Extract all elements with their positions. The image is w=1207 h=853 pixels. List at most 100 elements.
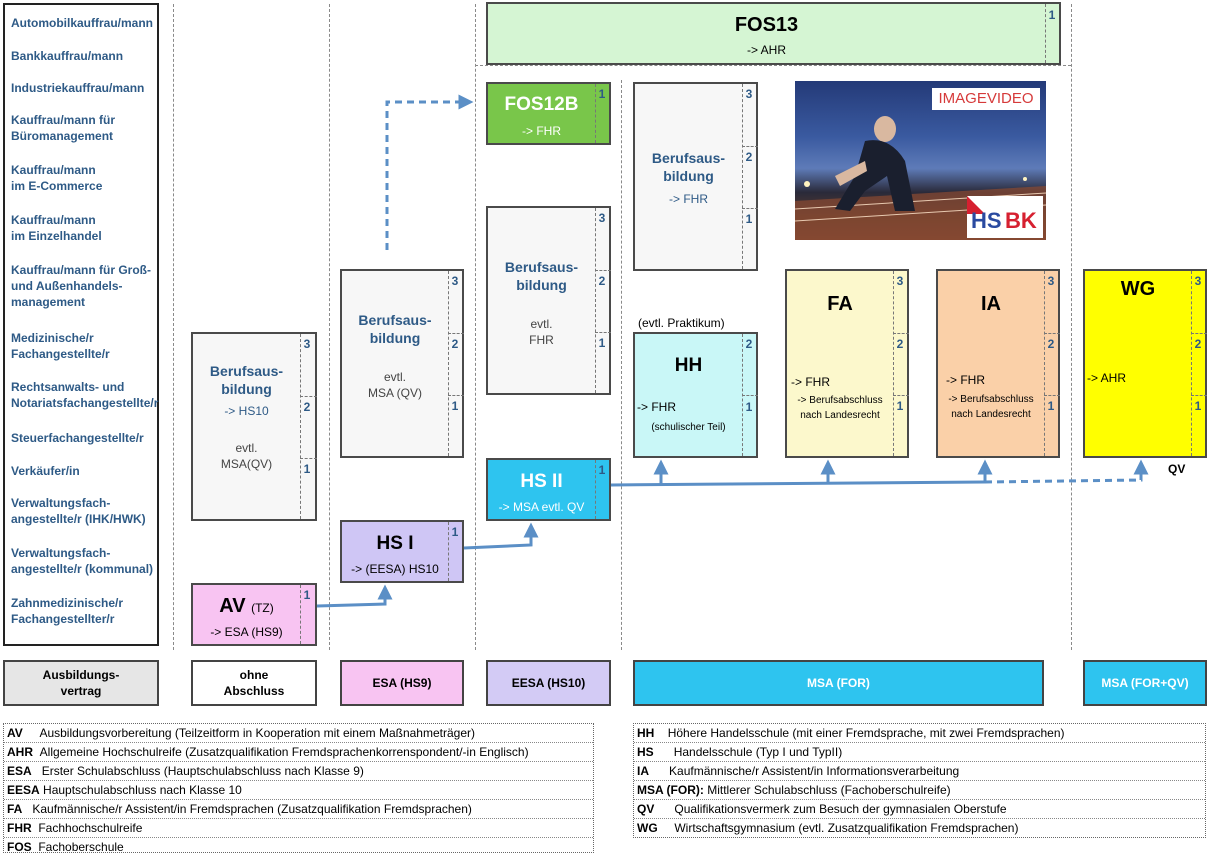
band-ausbildungsvertrag: Ausbildungs- vertrag [3,660,159,706]
year-number: 1 [303,588,311,602]
fa-sub1: -> FHR [791,375,830,389]
legend-row: FOS Fachoberschule [7,840,124,853]
av-title-suffix: (TZ) [251,601,274,615]
ia-sub1: -> FHR [946,373,985,387]
hs1-sub: -> (EESA) HS10 [351,562,439,576]
arrow-hs2-msa [610,480,986,487]
band-msa: MSA (FOR) [633,660,1044,706]
year-number: 3 [896,274,904,288]
box-title: Berufsaus- bildung [651,150,726,184]
column-separator [621,80,622,650]
sidebar-item: Medizinische/r Fachangestellte/r [11,331,110,361]
column-separator [475,4,476,650]
arrow-av-hs1 [316,584,393,608]
ia-box: IA -> FHR -> Berufsabschluss nach Landes… [936,269,1060,458]
sidebar-item: Zahnmedizinische/r Fachangestellter/r [11,596,124,626]
hh-sub2: (schulischer Teil) [651,422,726,433]
fos13-sub: -> AHR [746,43,786,57]
sidebar-item: Verwaltungsfach- angestellte/r (kommunal… [11,546,154,576]
legend-row: EESA Hauptschulabschluss nach Klasse 10 [4,781,593,800]
year-number: 2 [303,400,311,414]
wg-title: WG [1120,278,1156,300]
hs1-box: HS I -> (EESA) HS10 1 [340,520,464,583]
fos-section-divider [475,65,1071,66]
sidebar-item: Kauffrau/mann für Groß- und Außenhandels… [11,263,151,309]
year-number: 1 [598,463,606,477]
legend-row: QV Qualifikationsvermerk zum Besuch der … [634,800,1205,819]
band-esa: ESA (HS9) [340,660,464,706]
year-number: 2 [1047,337,1055,351]
fa-box: FA -> FHR -> Berufsabschluss nach Landes… [785,269,909,458]
year-number: 2 [451,337,459,351]
hh-title: HH [674,355,703,376]
year-number: 1 [745,400,753,414]
hs2-title: HS II [520,471,563,492]
sidebar-item: Kauffrau/mann für Büromanagement [11,113,116,143]
logo-bk: BK [1005,208,1037,233]
column-separator [1071,4,1072,650]
year-number: 1 [598,336,606,350]
box-sub: evtl. MSA(QV) [220,441,273,471]
column-separator [329,4,330,650]
qv-label: QV [1168,462,1186,476]
box-title: Berufsaus- bildung [504,259,579,293]
imagevideo-photo[interactable]: IMAGEVIDEO HS BK [795,81,1046,240]
legend-left: AV Ausbildungsvorbereitung (Teilzeitform… [3,723,594,853]
wg-sub: -> AHR [1087,371,1127,385]
year-number: 1 [451,399,459,413]
year-number: 1 [896,399,904,413]
sidebar-item: Steuerfachangestellte/r [11,431,144,445]
legend-row: HS Handelsschule (Typ I und TypII) [634,743,1205,762]
year-number: 1 [598,87,606,101]
legend-row: FHR Fachhochschulreife [4,819,593,838]
hh-sub1: -> FHR [637,400,676,414]
imagevideo-banner: IMAGEVIDEO [932,88,1040,110]
box-sub: evtl. FHR [529,317,554,347]
fa-sub2: -> Berufsabschluss nach Landesrecht [797,395,883,421]
year-number: 1 [1048,8,1056,22]
sidebar-item: Verkäufer/in [11,464,80,478]
fa-title: FA [827,293,853,315]
band-eesa: EESA (HS10) [486,660,611,706]
box-title: Berufsaus- bildung [209,363,284,397]
wg-box: WG -> AHR 3 2 1 [1083,269,1207,458]
berufsausbildung-esa-box: Berufsaus- bildung evtl. MSA (QV) 3 2 1 [340,269,464,458]
legend-row: MSA (FOR): Mittlerer Schulabschluss (Fac… [634,781,1205,800]
ia-title: IA [981,293,1001,315]
band-msa-qv: MSA (FOR+QV) [1083,660,1207,706]
hs1-title: HS I [376,533,414,554]
box-sub: evtl. MSA (QV) [367,370,422,400]
sidebar-item: Kauffrau/mann im Einzelhandel [11,213,102,243]
arrow-to-wg [984,459,1149,484]
hsbk-logo: HS BK [967,196,1043,238]
year-number: 1 [1047,399,1055,413]
av-box: AV (TZ) -> ESA (HS9) 1 [191,583,317,646]
apprenticeship-list: Automobilkauffrau/mann Bankkauffrau/mann… [3,3,159,646]
berufsausbildung-fhr-box: Berufsaus- bildung -> FHR 3 2 1 [633,82,758,271]
year-number: 3 [303,337,311,351]
year-number: 2 [598,274,606,288]
berufsausbildung-eesa-box: Berufsaus- bildung evtl. FHR 3 2 1 [486,206,611,395]
legend-row: ESA Erster Schulabschluss (Hauptschulabs… [4,762,593,781]
year-number: 1 [303,462,311,476]
fos13-title: FOS13 [734,14,799,36]
year-number: 3 [598,211,606,225]
sidebar-item: Bankkauffrau/mann [11,49,124,63]
hh-pre-label: (evtl. Praktikum) [638,316,725,330]
year-number: 2 [745,337,753,351]
box-sub: -> FHR [669,192,708,206]
av-title-main: AV [219,595,246,617]
legend-row: AV Ausbildungsvorbereitung (Teilzeitform… [4,724,593,743]
sidebar-item: Rechtsanwalts- und Notariatsfachangestel… [11,380,159,410]
arrow-hs1-hs2 [463,522,539,550]
hh-box: HH -> FHR (schulischer Teil) 2 1 [633,332,758,458]
av-sub: -> ESA (HS9) [210,625,283,639]
fos12b-box: FOS12B -> FHR 1 [486,82,611,145]
year-number: 2 [896,337,904,351]
year-number: 1 [451,525,459,539]
column-separator [173,4,174,650]
arrow-berufsausbildung-fos12b [385,94,474,250]
sidebar-item: Automobilkauffrau/mann [11,16,154,30]
av-title: AV (TZ) [193,595,300,618]
